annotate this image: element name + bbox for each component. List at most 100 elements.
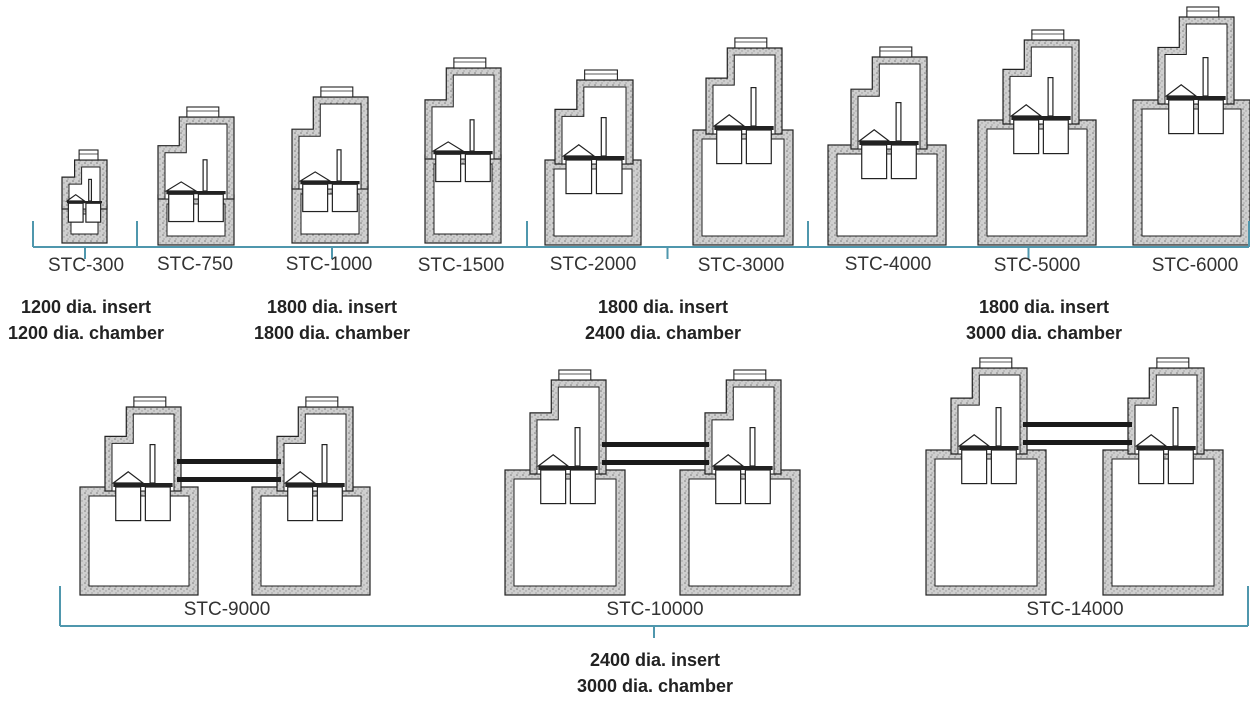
insert-plate	[66, 201, 103, 204]
drop-pipe	[1202, 56, 1209, 97]
insert-tank	[1197, 99, 1224, 135]
spec-insert-3: 1800 dia. insert	[598, 297, 728, 317]
group-brackets	[32, 221, 1250, 638]
insert-weir	[65, 193, 87, 202]
insert-weir	[431, 141, 466, 152]
manhole-frame	[133, 396, 167, 408]
riser-interior	[164, 123, 228, 200]
drop-pipe	[149, 444, 156, 484]
insert-plate	[959, 446, 1019, 450]
insert-tank	[1013, 119, 1040, 155]
insert-plate	[113, 483, 173, 487]
spec-insert-4: 1800 dia. insert	[979, 297, 1109, 317]
insert-tank	[569, 469, 596, 505]
model-label-stc-1500: STC-1500	[418, 255, 505, 276]
insert-tank	[961, 449, 988, 485]
insert-tank	[144, 486, 171, 522]
drop-pipe	[336, 149, 342, 182]
insert-plate	[713, 466, 773, 470]
insert-weir	[536, 454, 570, 467]
bottom-model-labels: STC-9000 STC-10000 STC-14000	[184, 599, 1124, 620]
drop-pipe	[749, 427, 756, 467]
insert-tank	[287, 486, 314, 522]
model-label-stc-2000: STC-2000	[550, 254, 637, 275]
manhole-frame	[584, 69, 618, 81]
drop-pipe	[750, 86, 757, 127]
unit-stc-1500	[424, 57, 502, 244]
manhole-frame	[734, 37, 768, 49]
riser-interior	[1164, 23, 1228, 105]
unit-stc-6000	[1132, 6, 1250, 246]
model-label-stc-9000: STC-9000	[184, 599, 271, 620]
manhole-frame	[453, 57, 487, 69]
connecting-pipe	[177, 477, 281, 482]
insert-weir	[857, 129, 891, 142]
top-spec-labels: 1200 dia. insert 1200 dia. chamber 1800 …	[8, 297, 1122, 343]
manhole-frame	[1186, 6, 1220, 18]
unit-stc-9000	[79, 396, 371, 596]
insert-tank	[1138, 449, 1165, 485]
unit-drawings	[61, 6, 1250, 596]
unit-stc-2000	[544, 69, 642, 246]
insert-tank	[1167, 449, 1194, 485]
riser-interior	[298, 103, 362, 190]
model-label-stc-6000: STC-6000	[1152, 255, 1239, 276]
drop-pipe	[469, 119, 475, 152]
model-label-stc-750: STC-750	[157, 254, 233, 275]
insert-tank	[540, 469, 567, 505]
insert-plate	[300, 181, 360, 185]
bracket-bottom	[59, 586, 1249, 638]
insert-weir	[1164, 84, 1198, 97]
drop-pipe	[895, 101, 902, 142]
insert-tank	[1042, 119, 1069, 155]
insert-weir	[164, 181, 199, 192]
manhole-frame	[558, 369, 592, 381]
model-label-stc-3000: STC-3000	[698, 255, 785, 276]
insert-plate	[166, 191, 226, 195]
unit-stc-4000	[827, 46, 947, 246]
spec-insert-bottom: 2400 dia. insert	[590, 650, 720, 670]
insert-tank	[990, 449, 1017, 485]
riser-interior	[857, 63, 921, 150]
riser-interior	[1134, 374, 1198, 455]
insert-plate	[1011, 116, 1071, 120]
drop-pipe	[202, 159, 208, 192]
drop-pipe	[1172, 407, 1179, 447]
insert-tank	[861, 144, 888, 180]
insert-plate	[538, 466, 598, 470]
riser-interior	[431, 74, 495, 160]
insert-weir	[957, 434, 991, 447]
insert-tank	[85, 202, 102, 223]
top-model-labels: STC-300 STC-750 STC-1000 STC-1500 STC-20…	[48, 254, 1238, 276]
insert-tank	[464, 153, 491, 183]
spec-chamber-2: 1800 dia. chamber	[254, 323, 410, 343]
insert-plate	[1136, 446, 1196, 450]
model-label-stc-1000: STC-1000	[286, 254, 373, 275]
insert-tank	[168, 193, 195, 223]
manhole-frame	[320, 86, 354, 98]
unit-stc-1000	[291, 86, 369, 244]
manhole-frame	[979, 357, 1013, 369]
insert-plate	[859, 141, 919, 145]
bracket-group-4	[807, 221, 1250, 259]
insert-weir	[561, 144, 596, 157]
insert-tank	[316, 486, 343, 522]
insert-tank	[565, 159, 593, 195]
insert-tank	[197, 193, 224, 223]
insert-plate	[563, 156, 625, 160]
model-label-stc-5000: STC-5000	[994, 255, 1081, 276]
drop-pipe	[574, 427, 581, 467]
insert-plate	[433, 151, 493, 155]
insert-tank	[715, 469, 742, 505]
manhole-frame	[186, 106, 220, 118]
riser-interior	[536, 386, 600, 475]
insert-tank	[890, 144, 917, 180]
manhole-frame	[78, 149, 99, 161]
insert-tank	[595, 159, 623, 195]
connecting-pipe	[1023, 440, 1132, 445]
spec-insert-2: 1800 dia. insert	[267, 297, 397, 317]
insert-tank	[1168, 99, 1195, 135]
insert-tank	[331, 183, 358, 213]
manhole-frame	[879, 46, 913, 58]
